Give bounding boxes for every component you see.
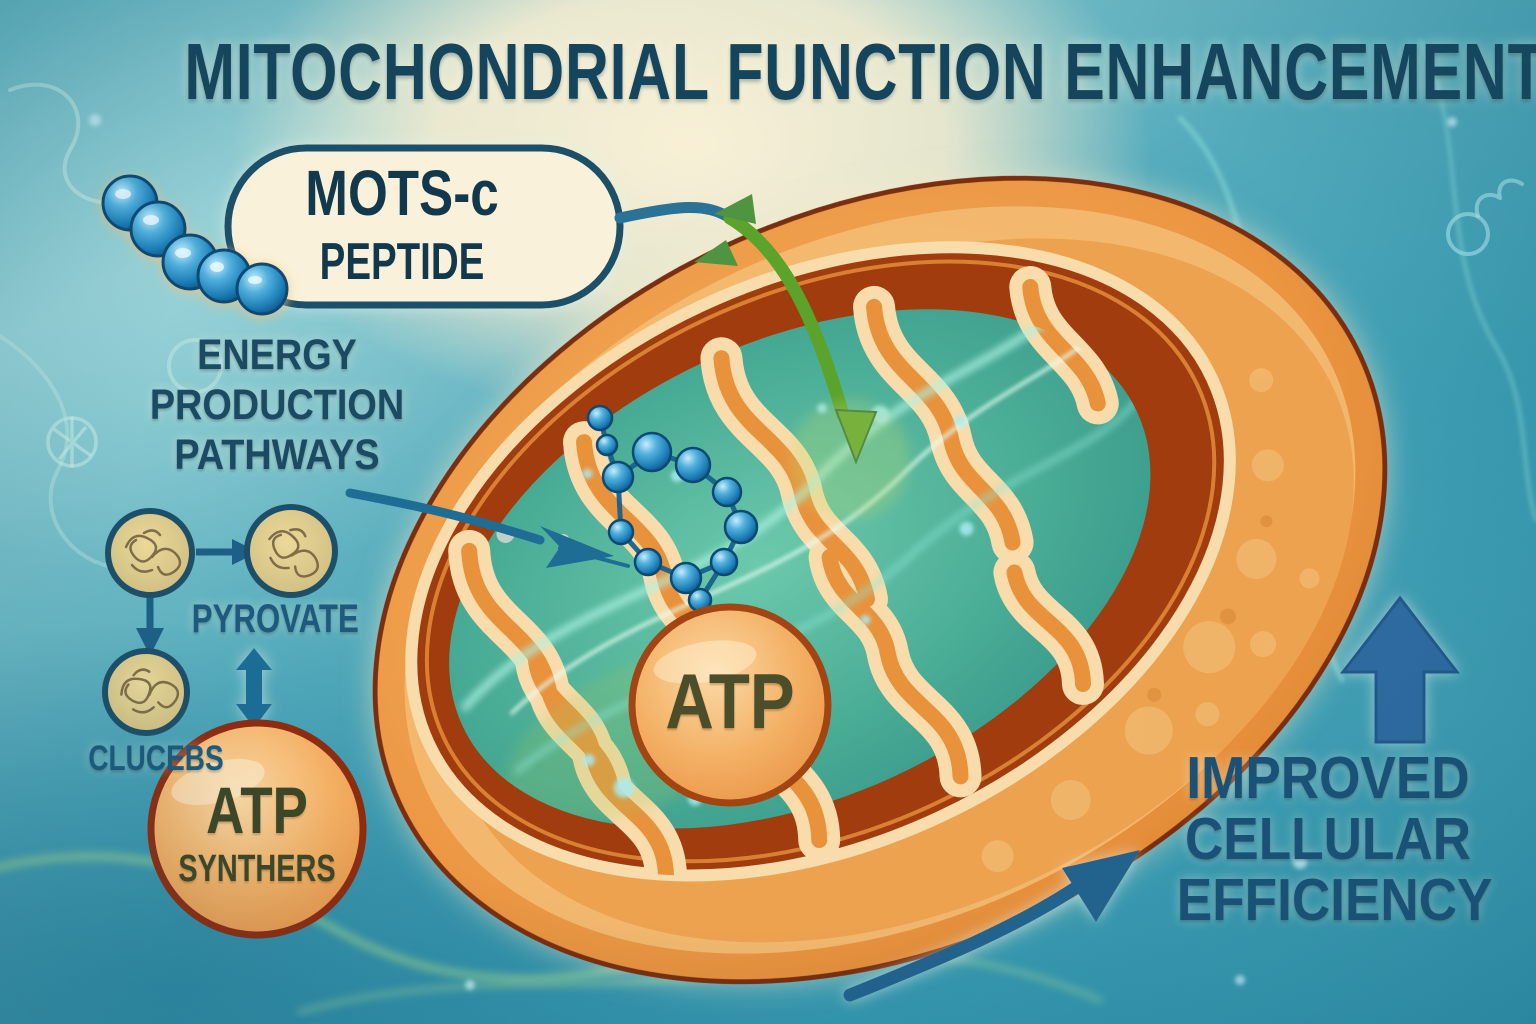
pyruvate-node [244,504,338,598]
atp-synthase-label: ATP SYNTHERS [153,774,361,892]
pathway-arrow-icon [345,488,630,568]
synthase-line-1: ATP [206,773,308,847]
pathway-diagram [102,504,338,736]
peptide-bead-chain [101,174,289,316]
efficiency-line-2: CELLULAR [1184,806,1472,872]
mitochondrion-illustration [372,175,1388,985]
peptide-bead [235,262,289,316]
pathways-line-3: PATHWAYS [174,431,380,479]
pathways-line-2: PRODUCTION [149,381,405,429]
entry-glow [790,400,910,520]
pyruvate-label: PYROVATE [191,597,359,641]
atp-badge-label: ATP [665,657,795,745]
peptide-label: PEPTIDE [319,233,485,291]
vesicle-doodle [46,416,98,468]
membrane-mottling [981,368,1320,873]
up-arrow-icon [1339,595,1461,744]
mots-c-label: MOTS-c [305,157,499,229]
metabolite-node [102,648,190,736]
mots-c-callout-bubble [224,144,624,309]
glucose-node [105,508,195,598]
atp-synthase-badge [147,719,367,939]
atp-badge [628,603,832,807]
organelle-doodle [1446,178,1524,256]
page-title: MITOCHONDRIAL FUNCTION ENHANCEMENT [184,27,1536,116]
efficiency-line-1: IMPROVED [1186,745,1470,811]
synthase-line-2: SYNTHERS [178,848,336,890]
glucose-label: CLUCEBS [88,739,224,778]
double-arrow-icon [236,648,272,728]
down-arrow-icon [136,628,164,656]
background-decor [0,38,1536,1015]
efficiency-label: IMPROVED CELLULAR EFFICIENCY [1176,745,1493,933]
energy-pathways-label: ENERGY PRODUCTION PATHWAYS [119,330,436,480]
efficiency-line-3: EFFICIENCY [1176,867,1493,933]
pathways-line-1: ENERGY [197,331,357,379]
curve-arrow-icon [843,850,1140,1002]
